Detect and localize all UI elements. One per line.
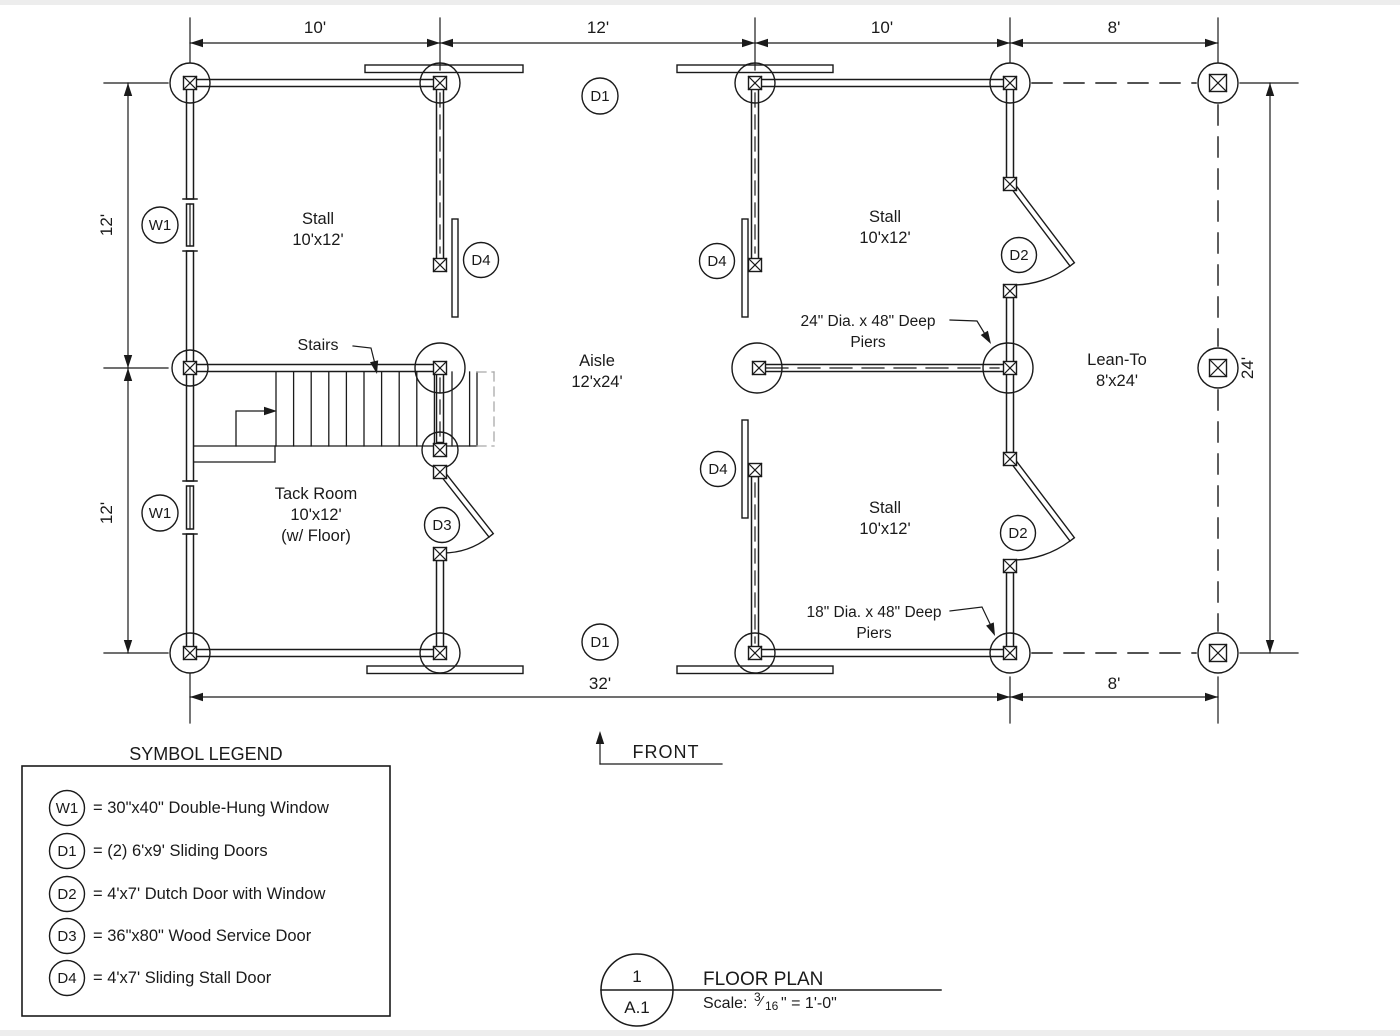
legend-title: SYMBOL LEGEND bbox=[129, 744, 282, 764]
tag-w1-lower: W1 bbox=[149, 505, 172, 522]
stall-tr-name: Stall bbox=[869, 208, 901, 226]
stall-br-name: Stall bbox=[869, 499, 901, 517]
annotations bbox=[352, 319, 1000, 765]
stairs-callout bbox=[352, 345, 382, 376]
detail-number: 1 bbox=[632, 967, 641, 986]
tag-d3: D3 bbox=[432, 517, 451, 534]
legend-desc-d1: = (2) 6'x9' Sliding Doors bbox=[93, 842, 268, 860]
front-label: FRONT bbox=[633, 742, 700, 762]
legend-desc-d3: = 36"x80" Wood Service Door bbox=[93, 927, 312, 945]
dim-left-upper: 12' bbox=[97, 214, 116, 236]
stall-br-size: 10'x12' bbox=[859, 520, 910, 538]
symbol-tag-texts: W1 W1 D1 D1 D4 D4 D4 D2 D2 D3 bbox=[149, 88, 1029, 651]
left-building-walls bbox=[182, 78, 445, 658]
dim-top-4: 8' bbox=[1108, 18, 1121, 37]
room-labels: Stall 10'x12' Stall 10'x12' Stall 10'x12… bbox=[275, 208, 1147, 545]
stairs-up-arrow bbox=[235, 406, 278, 447]
d4-panel-stall-tl bbox=[451, 218, 459, 318]
scale-numerator: 3 bbox=[754, 990, 761, 1004]
tack-room-size: 10'x12' bbox=[290, 506, 341, 524]
dim-left-lower: 12' bbox=[97, 502, 116, 524]
dim-top-3: 10' bbox=[871, 18, 893, 37]
scale-slash: ⁄ bbox=[756, 993, 765, 1010]
scan-edge-top bbox=[0, 0, 1400, 5]
door-d2-lower bbox=[1011, 460, 1076, 561]
piers-24-callout bbox=[949, 319, 996, 347]
piers-18-line2: Piers bbox=[856, 625, 892, 642]
dim-top-1: 10' bbox=[304, 18, 326, 37]
aisle-name: Aisle bbox=[579, 352, 615, 370]
legend-descriptions: = 30"x40" Double-Hung Window = (2) 6'x9'… bbox=[93, 799, 329, 987]
piers-18-line1: 18" Dia. x 48" Deep bbox=[806, 604, 941, 621]
piers-24-line1: 24" Dia. x 48" Deep bbox=[800, 313, 935, 330]
legend-sym-d3: D3 bbox=[57, 928, 76, 945]
legend-desc-d4: = 4'x7' Sliding Stall Door bbox=[93, 969, 272, 987]
scale-note: Scale: 3 ⁄ 16 " = 1'-0" bbox=[703, 990, 837, 1013]
dim-bottom-32: 32' bbox=[589, 674, 611, 693]
stall-tr-size: 10'x12' bbox=[859, 229, 910, 247]
legend-symbols: W1 D1 D2 D3 D4 bbox=[56, 800, 79, 987]
scale-suffix: " = 1'-0" bbox=[781, 995, 837, 1012]
dim-bottom-8: 8' bbox=[1108, 674, 1121, 693]
tag-d1-back: D1 bbox=[590, 634, 609, 651]
dimensions bbox=[103, 17, 1299, 724]
posts bbox=[169, 62, 1034, 674]
sheet-number: A.1 bbox=[624, 998, 650, 1017]
tack-room-note: (w/ Floor) bbox=[281, 527, 351, 545]
tack-room-name: Tack Room bbox=[275, 485, 358, 503]
symbol-tags bbox=[141, 77, 1038, 661]
stall-tl-size: 10'x12' bbox=[292, 231, 343, 249]
aisle-size: 12'x24' bbox=[571, 373, 622, 391]
front-arrow bbox=[595, 730, 723, 765]
title-block: 1 A.1 FLOOR PLAN Scale: 3 ⁄ 16 " = 1'-0" bbox=[600, 953, 942, 1027]
legend-sym-w1: W1 bbox=[56, 800, 79, 817]
stairs bbox=[192, 371, 495, 463]
piers-18-callout bbox=[949, 606, 1000, 639]
legend-sym-d2: D2 bbox=[57, 886, 76, 903]
stall-tl-name: Stall bbox=[302, 210, 334, 228]
dim-top-2: 12' bbox=[587, 18, 609, 37]
right-building-walls bbox=[750, 78, 1015, 658]
lean-to-size: 8'x24' bbox=[1096, 372, 1138, 390]
legend-desc-w1: = 30"x40" Double-Hung Window bbox=[93, 799, 329, 817]
d1-panel-back-left bbox=[366, 665, 524, 675]
tag-d2-lower: D2 bbox=[1008, 525, 1027, 542]
annotation-texts: Stairs 24" Dia. x 48" Deep Piers 18" Dia… bbox=[298, 313, 942, 762]
stairs-label: Stairs bbox=[298, 337, 339, 354]
piers-24-line2: Piers bbox=[850, 334, 886, 351]
tag-d4-br: D4 bbox=[708, 461, 727, 478]
dimension-labels: 10' 12' 10' 8' 12' 12' 24' 32' 8' bbox=[97, 18, 1257, 693]
stairs-above-dashed bbox=[476, 371, 495, 447]
d4-panel-stall-tr bbox=[741, 218, 749, 318]
legend-sym-d1: D1 bbox=[57, 843, 76, 860]
legend-desc-d2: = 4'x7' Dutch Door with Window bbox=[93, 885, 325, 903]
window-w1-lower bbox=[182, 480, 198, 535]
drawing-title: FLOOR PLAN bbox=[703, 969, 823, 990]
door-d2-upper bbox=[1011, 185, 1076, 286]
dim-right-24: 24' bbox=[1238, 357, 1257, 379]
lean-to-outline bbox=[1031, 62, 1239, 674]
tag-d2-upper: D2 bbox=[1009, 247, 1028, 264]
tag-d4-tl: D4 bbox=[471, 252, 490, 269]
tag-w1-upper: W1 bbox=[149, 217, 172, 234]
legend-box bbox=[21, 765, 391, 1017]
symbol-legend: SYMBOL LEGEND W1 D1 D2 D3 D4 = 30"x40" D… bbox=[21, 744, 391, 1017]
scan-edge-bottom bbox=[0, 1030, 1400, 1036]
d1-panel-front-left bbox=[364, 64, 524, 74]
lean-to-name: Lean-To bbox=[1087, 351, 1147, 369]
legend-sym-d4: D4 bbox=[57, 970, 76, 987]
window-w1-upper bbox=[182, 198, 198, 252]
tag-d4-tr: D4 bbox=[707, 253, 726, 270]
d4-panel-stall-br bbox=[741, 419, 749, 519]
scale-denominator: 16 bbox=[765, 999, 779, 1013]
scale-prefix: Scale: bbox=[703, 995, 747, 1012]
tag-d1-front: D1 bbox=[590, 88, 609, 105]
